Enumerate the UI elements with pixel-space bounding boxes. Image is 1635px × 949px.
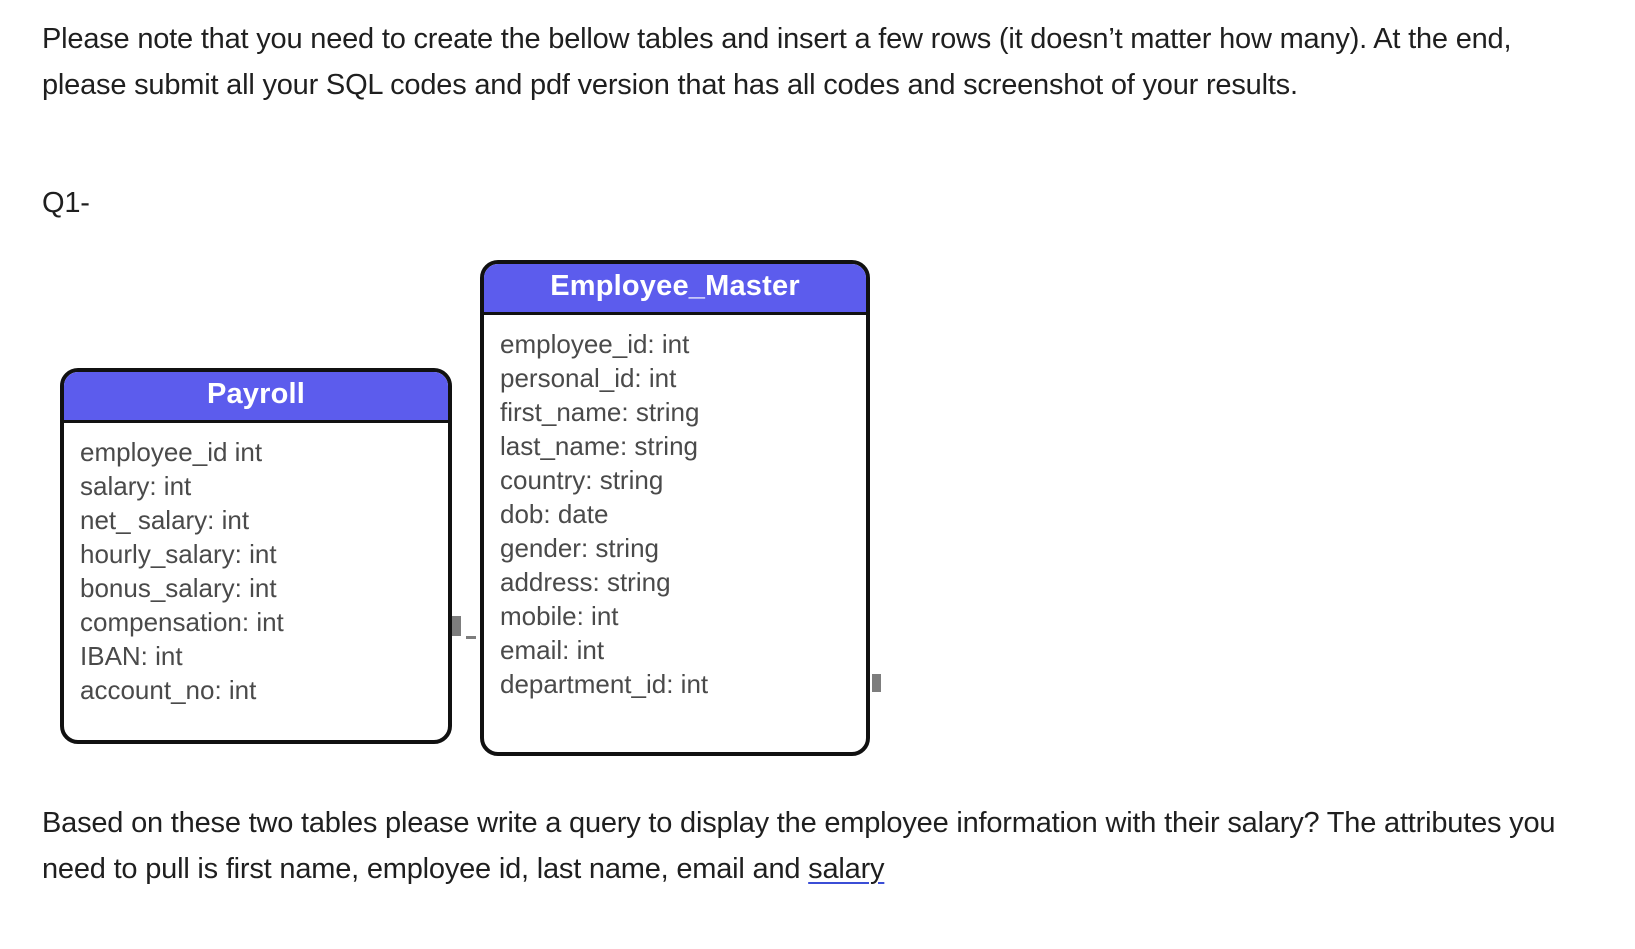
closing-paragraph-text: Based on these two tables please write a… <box>42 807 1556 885</box>
entity-employee-master[interactable]: Employee_Master employee_id: int persona… <box>480 260 870 756</box>
attribute-row: account_no: int <box>80 675 257 705</box>
attribute-row: country: string <box>500 465 664 495</box>
relationship-connector-icon <box>466 636 476 639</box>
entity-employee-master-attributes: employee_id: int personal_id: int first_… <box>484 315 866 711</box>
relationship-crowfoot-right-icon <box>872 674 881 692</box>
entity-employee-master-title: Employee_Master <box>484 264 866 315</box>
salary-link[interactable]: salary <box>808 853 885 885</box>
attribute-row: email: int <box>500 635 605 665</box>
attribute-row: first_name: string <box>500 397 700 427</box>
intro-paragraph: Please note that you need to create the … <box>42 23 1512 101</box>
attribute-row: address: string <box>500 567 671 597</box>
entity-payroll[interactable]: Payroll employee_id int salary: int net_… <box>60 368 452 744</box>
relationship-crowfoot-icon <box>452 616 461 636</box>
attribute-row: last_name: string <box>500 431 698 461</box>
attribute-row: employee_id: int <box>500 329 690 359</box>
attribute-row: department_id: int <box>500 669 709 699</box>
entity-payroll-title: Payroll <box>64 372 448 423</box>
er-diagram: Payroll employee_id int salary: int net_… <box>0 250 1000 770</box>
attribute-row: IBAN: int <box>80 641 183 671</box>
question-label: Q1- <box>42 187 90 219</box>
attribute-row: bonus_salary: int <box>80 573 277 603</box>
attribute-row: dob: date <box>500 499 609 529</box>
attribute-row: compensation: int <box>80 607 284 637</box>
attribute-row: mobile: int <box>500 601 619 631</box>
attribute-row: personal_id: int <box>500 363 677 393</box>
attribute-row: gender: string <box>500 533 659 563</box>
closing-paragraph: Based on these two tables please write a… <box>42 800 1562 892</box>
entity-payroll-attributes: employee_id int salary: int net_ salary:… <box>64 423 448 717</box>
attribute-row: employee_id int <box>80 437 263 467</box>
attribute-row: hourly_salary: int <box>80 539 277 569</box>
attribute-row: salary: int <box>80 471 192 501</box>
attribute-row: net_ salary: int <box>80 505 250 535</box>
